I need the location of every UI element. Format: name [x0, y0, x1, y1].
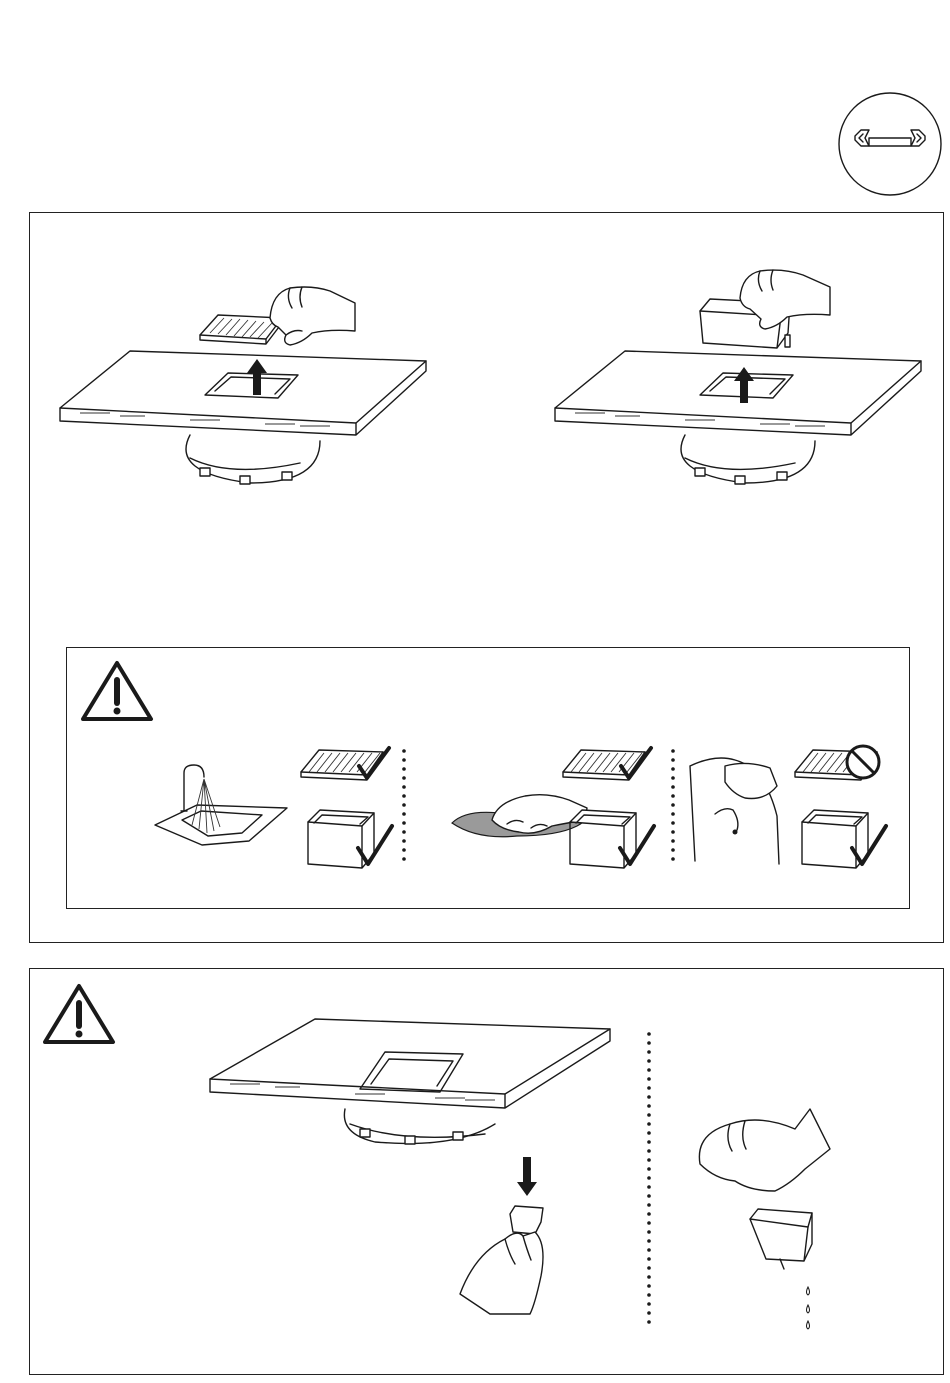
dishwasher-hand-icon — [685, 746, 781, 872]
tray-filter-3 — [796, 808, 891, 873]
separator-dots-3 — [646, 1031, 652, 1331]
bottom-panel — [29, 968, 944, 1375]
separator-dots-1 — [401, 748, 407, 863]
warning-triangle-icon — [80, 660, 154, 722]
liquid-collector-empty — [680, 1109, 840, 1339]
grid-filter-1 — [297, 744, 397, 784]
cleaning-subpanel — [66, 647, 910, 909]
step-remove-tray-filter — [545, 263, 945, 503]
grid-filter-2 — [559, 744, 659, 784]
faucet-sink-icon — [152, 763, 292, 863]
liquid-collector-remove — [205, 1014, 625, 1354]
tray-filter-1 — [302, 808, 397, 873]
wrench-icon — [837, 92, 943, 196]
tray-filter-2 — [564, 808, 659, 873]
step-remove-grid-filter — [50, 263, 450, 503]
separator-dots-2 — [670, 748, 676, 863]
top-panel — [29, 212, 944, 943]
warning-triangle-icon — [42, 983, 116, 1045]
grid-filter-3 — [791, 744, 891, 784]
